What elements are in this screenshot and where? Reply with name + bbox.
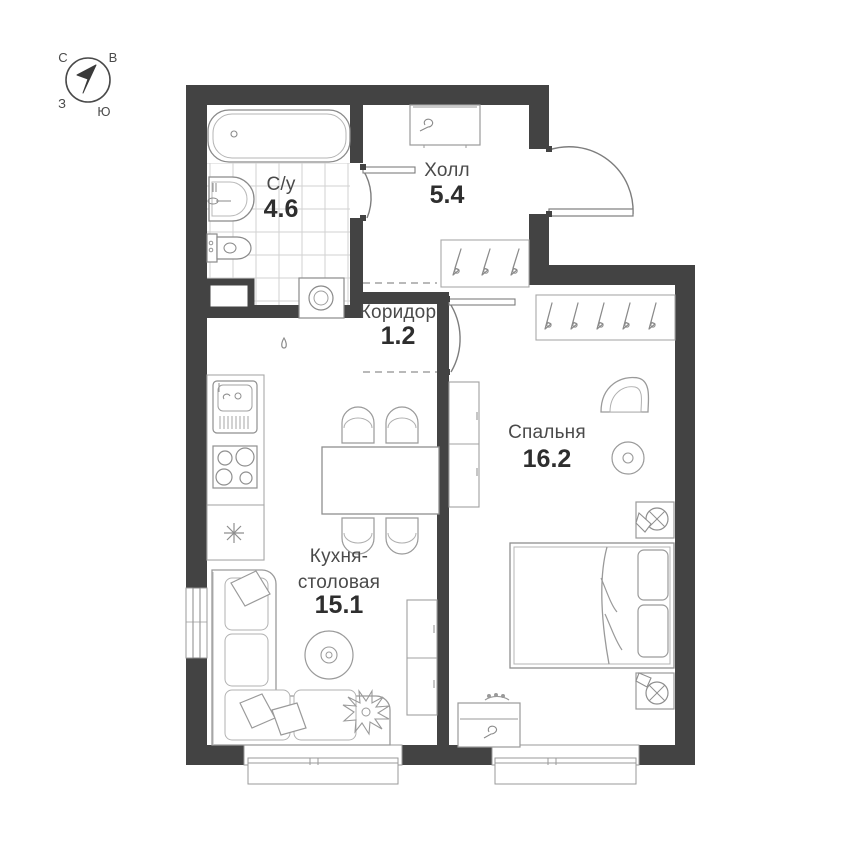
kitchen-sink-icon (212, 380, 258, 434)
coffee-table-icon (304, 630, 354, 680)
wall-bath-right-upper (350, 105, 363, 163)
room-area-bedroom: 16.2 (523, 445, 572, 473)
kitchen-furniture (206, 374, 440, 746)
compass-south-label: Ю (97, 104, 110, 119)
room-label-kitchen-line1: Кухня- (310, 546, 368, 567)
bathroom-door (360, 164, 416, 221)
room-area-hall: 5.4 (430, 181, 465, 209)
room-area-kitchen: 15.1 (315, 591, 364, 619)
double-bed-icon (509, 542, 675, 669)
sectional-sofa-icon (211, 569, 391, 746)
room-label-kitchen-line2: столовая (298, 572, 380, 593)
dining-table-icon (321, 406, 440, 555)
floor-drain-icon (281, 336, 287, 349)
wall-kitchen-bedroom (437, 370, 449, 755)
room-label-corridor: Коридор (360, 302, 436, 323)
toilet-icon (206, 233, 252, 263)
wall-upper-right-horiz (529, 265, 695, 285)
bathroom-fixtures (203, 109, 351, 319)
kitchen-sideboard-icon (406, 599, 438, 716)
armchair-icon (600, 376, 650, 413)
compass-circle (65, 57, 111, 103)
compass-needle-icon (76, 64, 97, 94)
entry-door (546, 146, 634, 217)
bedroom-furniture (448, 294, 676, 748)
room-area-bathroom: 4.6 (264, 195, 299, 223)
compass-north-label: С (58, 50, 67, 65)
washing-machine-icon (298, 277, 345, 319)
wall-bath-right-lower (350, 218, 363, 318)
wardrobe-hall-icon (440, 239, 530, 288)
room-label-hall: Холл (424, 160, 470, 181)
wall-corridor-top (363, 292, 449, 304)
washbasin-icon (207, 176, 255, 222)
wall-bottom-3 (639, 745, 695, 765)
nightstand-top-icon (635, 501, 675, 539)
compass-west-label: З (58, 96, 66, 111)
snowflake-icon (224, 523, 244, 543)
bedroom-door (444, 296, 516, 375)
wall-left-lower (186, 658, 207, 763)
wall-entry-left (529, 85, 549, 149)
wall-bottom-1 (186, 745, 244, 765)
tall-cabinet-icon (448, 381, 480, 508)
wall-left-upper (186, 85, 207, 588)
desk-icon (457, 692, 521, 748)
nightstand-bottom-icon (635, 672, 675, 710)
cooktop-icon (212, 445, 258, 489)
wardrobe-bedroom-icon (535, 294, 676, 341)
hall-furniture (409, 104, 530, 288)
compass-east-label: В (109, 50, 118, 65)
room-labels: С/у 4.6 Холл 5.4 Коридор 1.2 Спальня 16.… (264, 160, 586, 619)
wall-top (186, 85, 549, 105)
side-table-icon (611, 441, 645, 475)
wall-entry-right (529, 214, 549, 269)
room-area-corridor: 1.2 (381, 322, 416, 350)
room-label-bedroom: Спальня (508, 422, 586, 443)
refrigerator-icon (206, 504, 265, 561)
room-label-bathroom: С/у (266, 174, 295, 195)
window-kitchen-bottom (243, 744, 403, 785)
plant-icon (342, 689, 390, 736)
corridor-open-boundaries (363, 282, 437, 373)
console-table-icon (409, 104, 481, 148)
wall-right (675, 265, 695, 765)
window-bedroom-bottom (491, 744, 640, 785)
compass-rose: С В З Ю (58, 50, 117, 119)
wall-corridor-right (437, 292, 449, 382)
window-kitchen-left (185, 587, 208, 659)
bathtub-icon (207, 109, 351, 163)
